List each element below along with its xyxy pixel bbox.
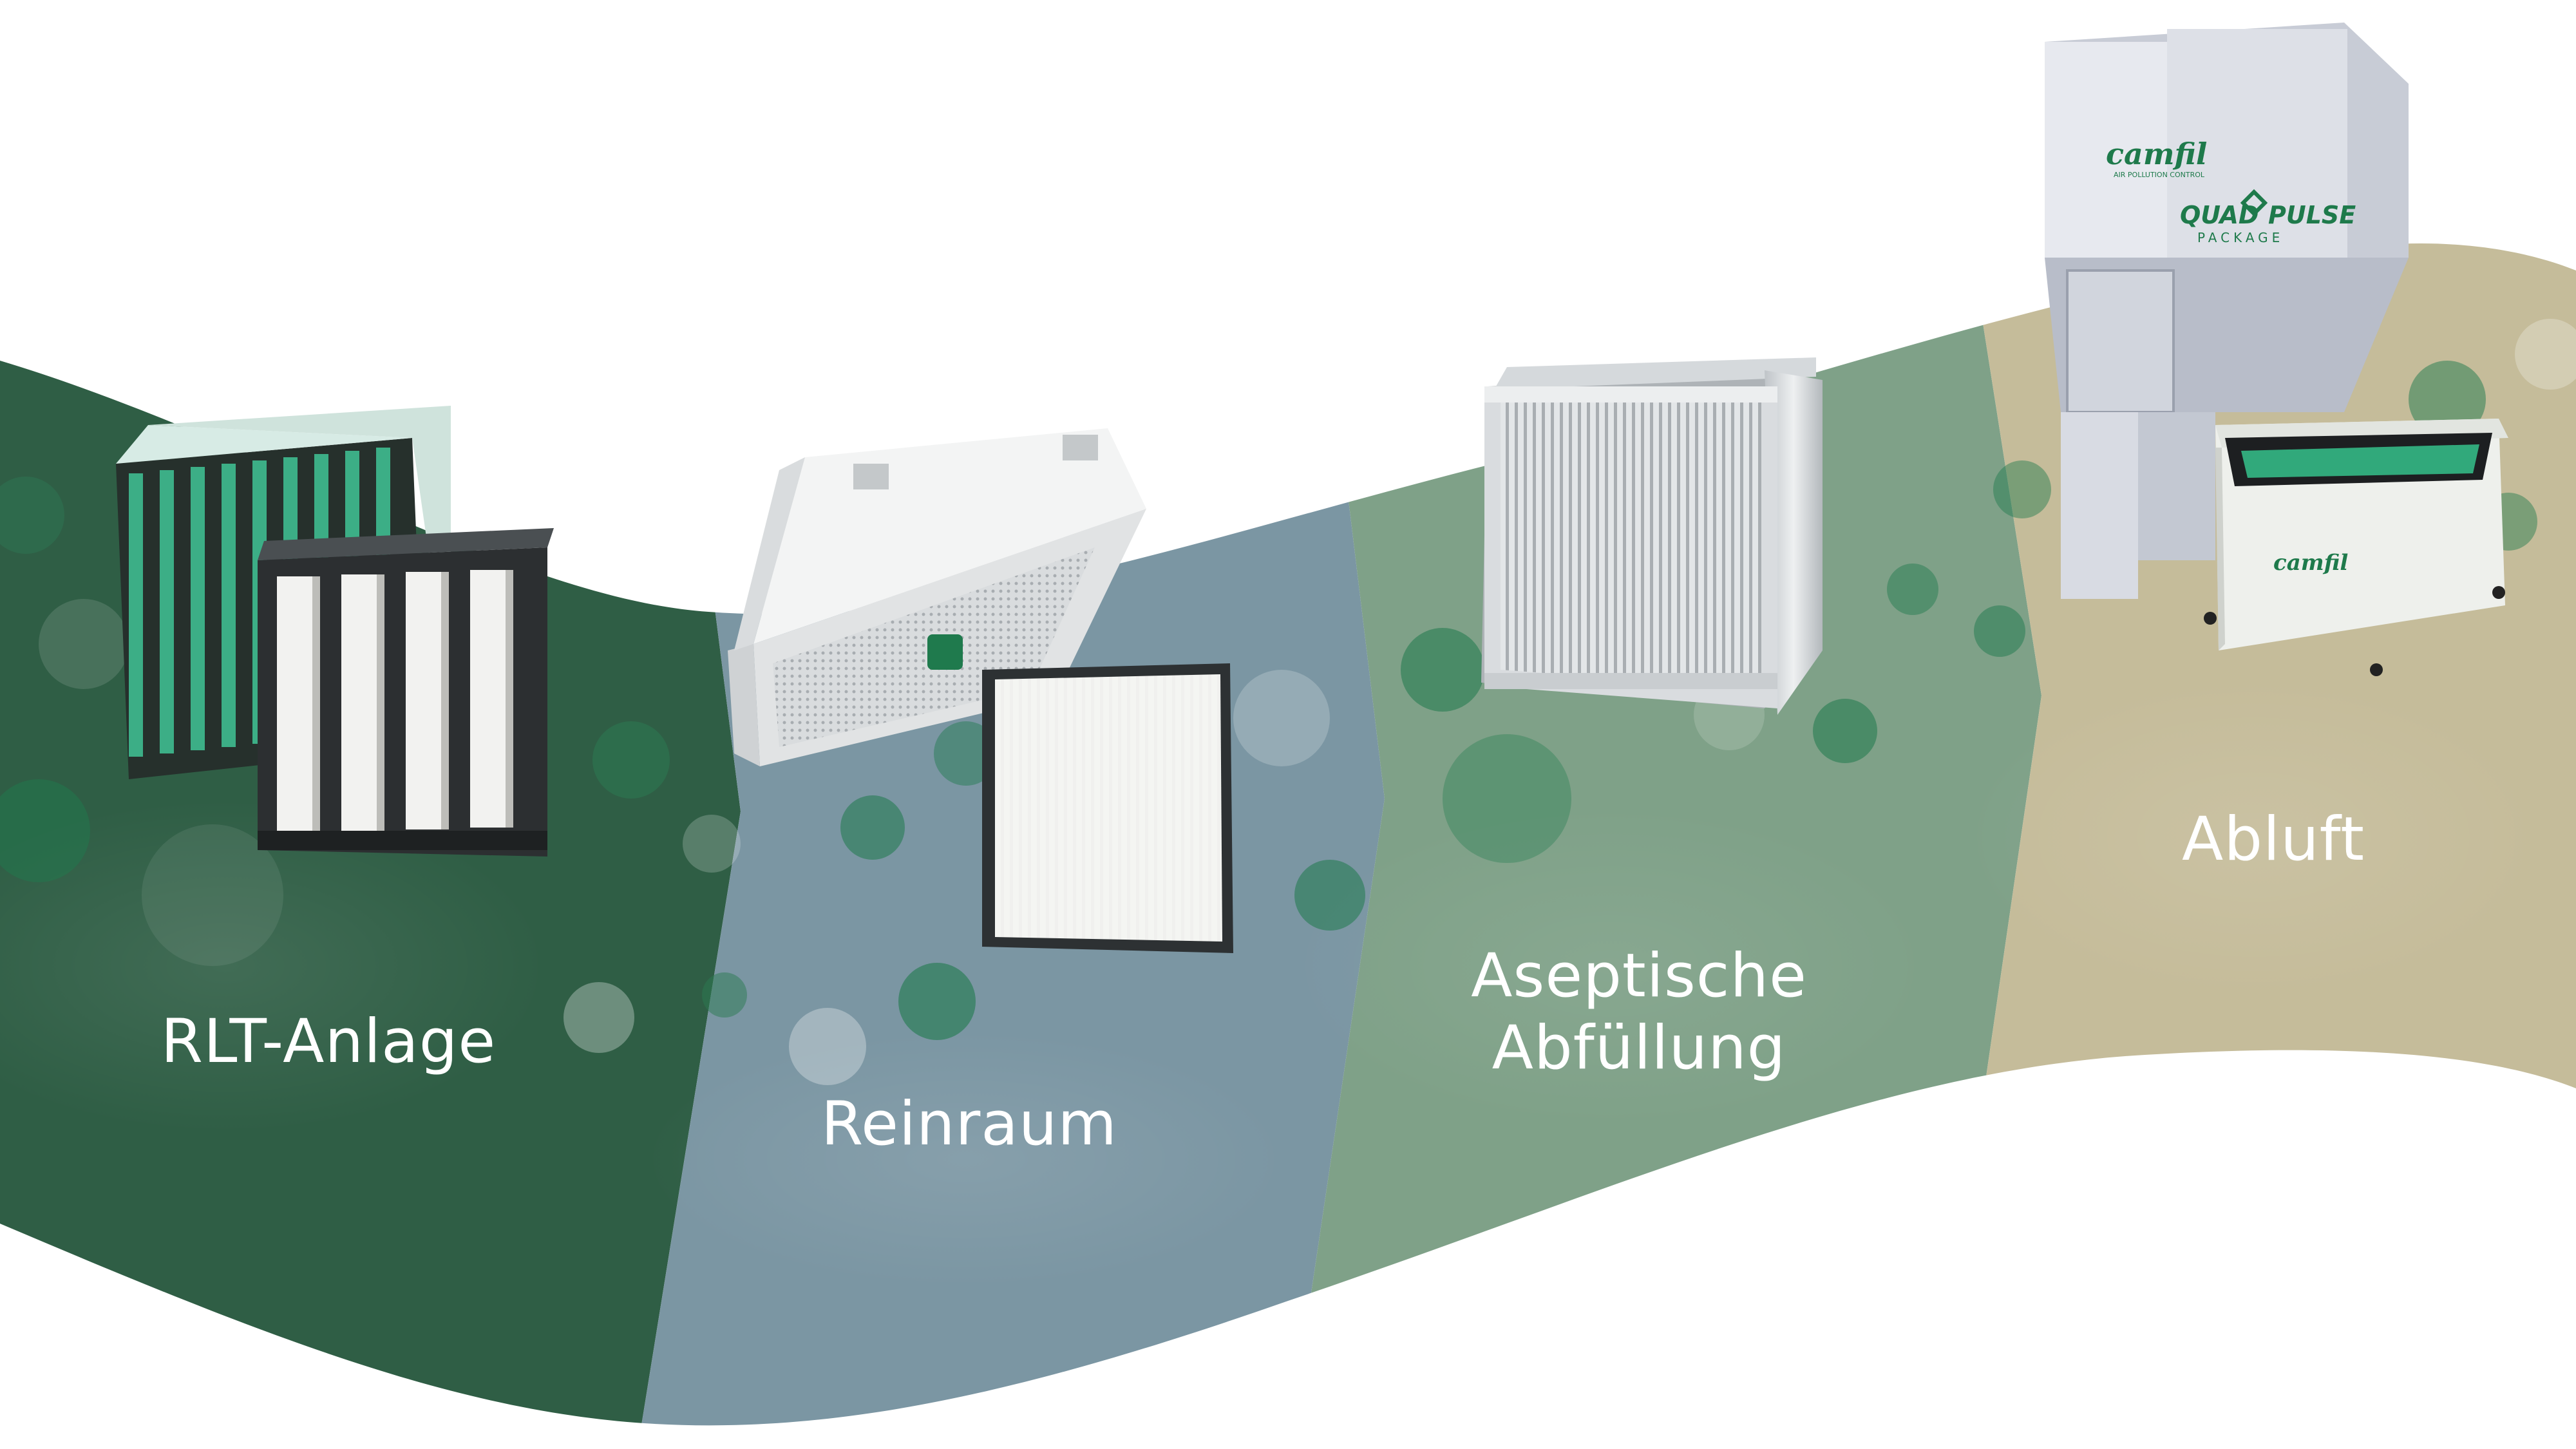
ceiling-filter-product: [728, 428, 1233, 953]
camfil-unit-logo: camfil: [2273, 550, 2348, 576]
stage-aseptisch-label-line1: Aseptische: [1471, 941, 1807, 1011]
stage-rlt-label: RLT-Anlage: [160, 1007, 497, 1077]
stage-label-aseptisch: Aseptische Abfüllung: [1471, 940, 1807, 1084]
package-sub-text: PACKAGE: [2197, 230, 2284, 245]
camfil-logo-tagline: AIR POLLUTION CONTROL: [2114, 171, 2205, 179]
stage-aseptisch-label-line2: Abfüllung: [1492, 1013, 1786, 1083]
stage-label-rlt: RLT-Anlage: [161, 1006, 496, 1078]
package-right-text: PULSE: [2268, 201, 2356, 229]
box-filter-product: [1481, 357, 1823, 715]
stage-reinraum-label: Reinraum: [820, 1089, 1118, 1159]
stage-abluft-label: Abluft: [2182, 804, 2365, 875]
camfil-logo-text: camfil: [2106, 137, 2207, 171]
dust-collector-product: camfil AIR POLLUTION CONTROL QUAD PULSE …: [2045, 23, 2508, 676]
stage-label-reinraum: Reinraum: [821, 1088, 1117, 1160]
air-particles: [0, 319, 2576, 1085]
bag-filter-product: [116, 406, 554, 857]
stage-aseptisch-region: [1288, 243, 2041, 1426]
stage-label-abluft: Abluft: [2182, 804, 2365, 876]
